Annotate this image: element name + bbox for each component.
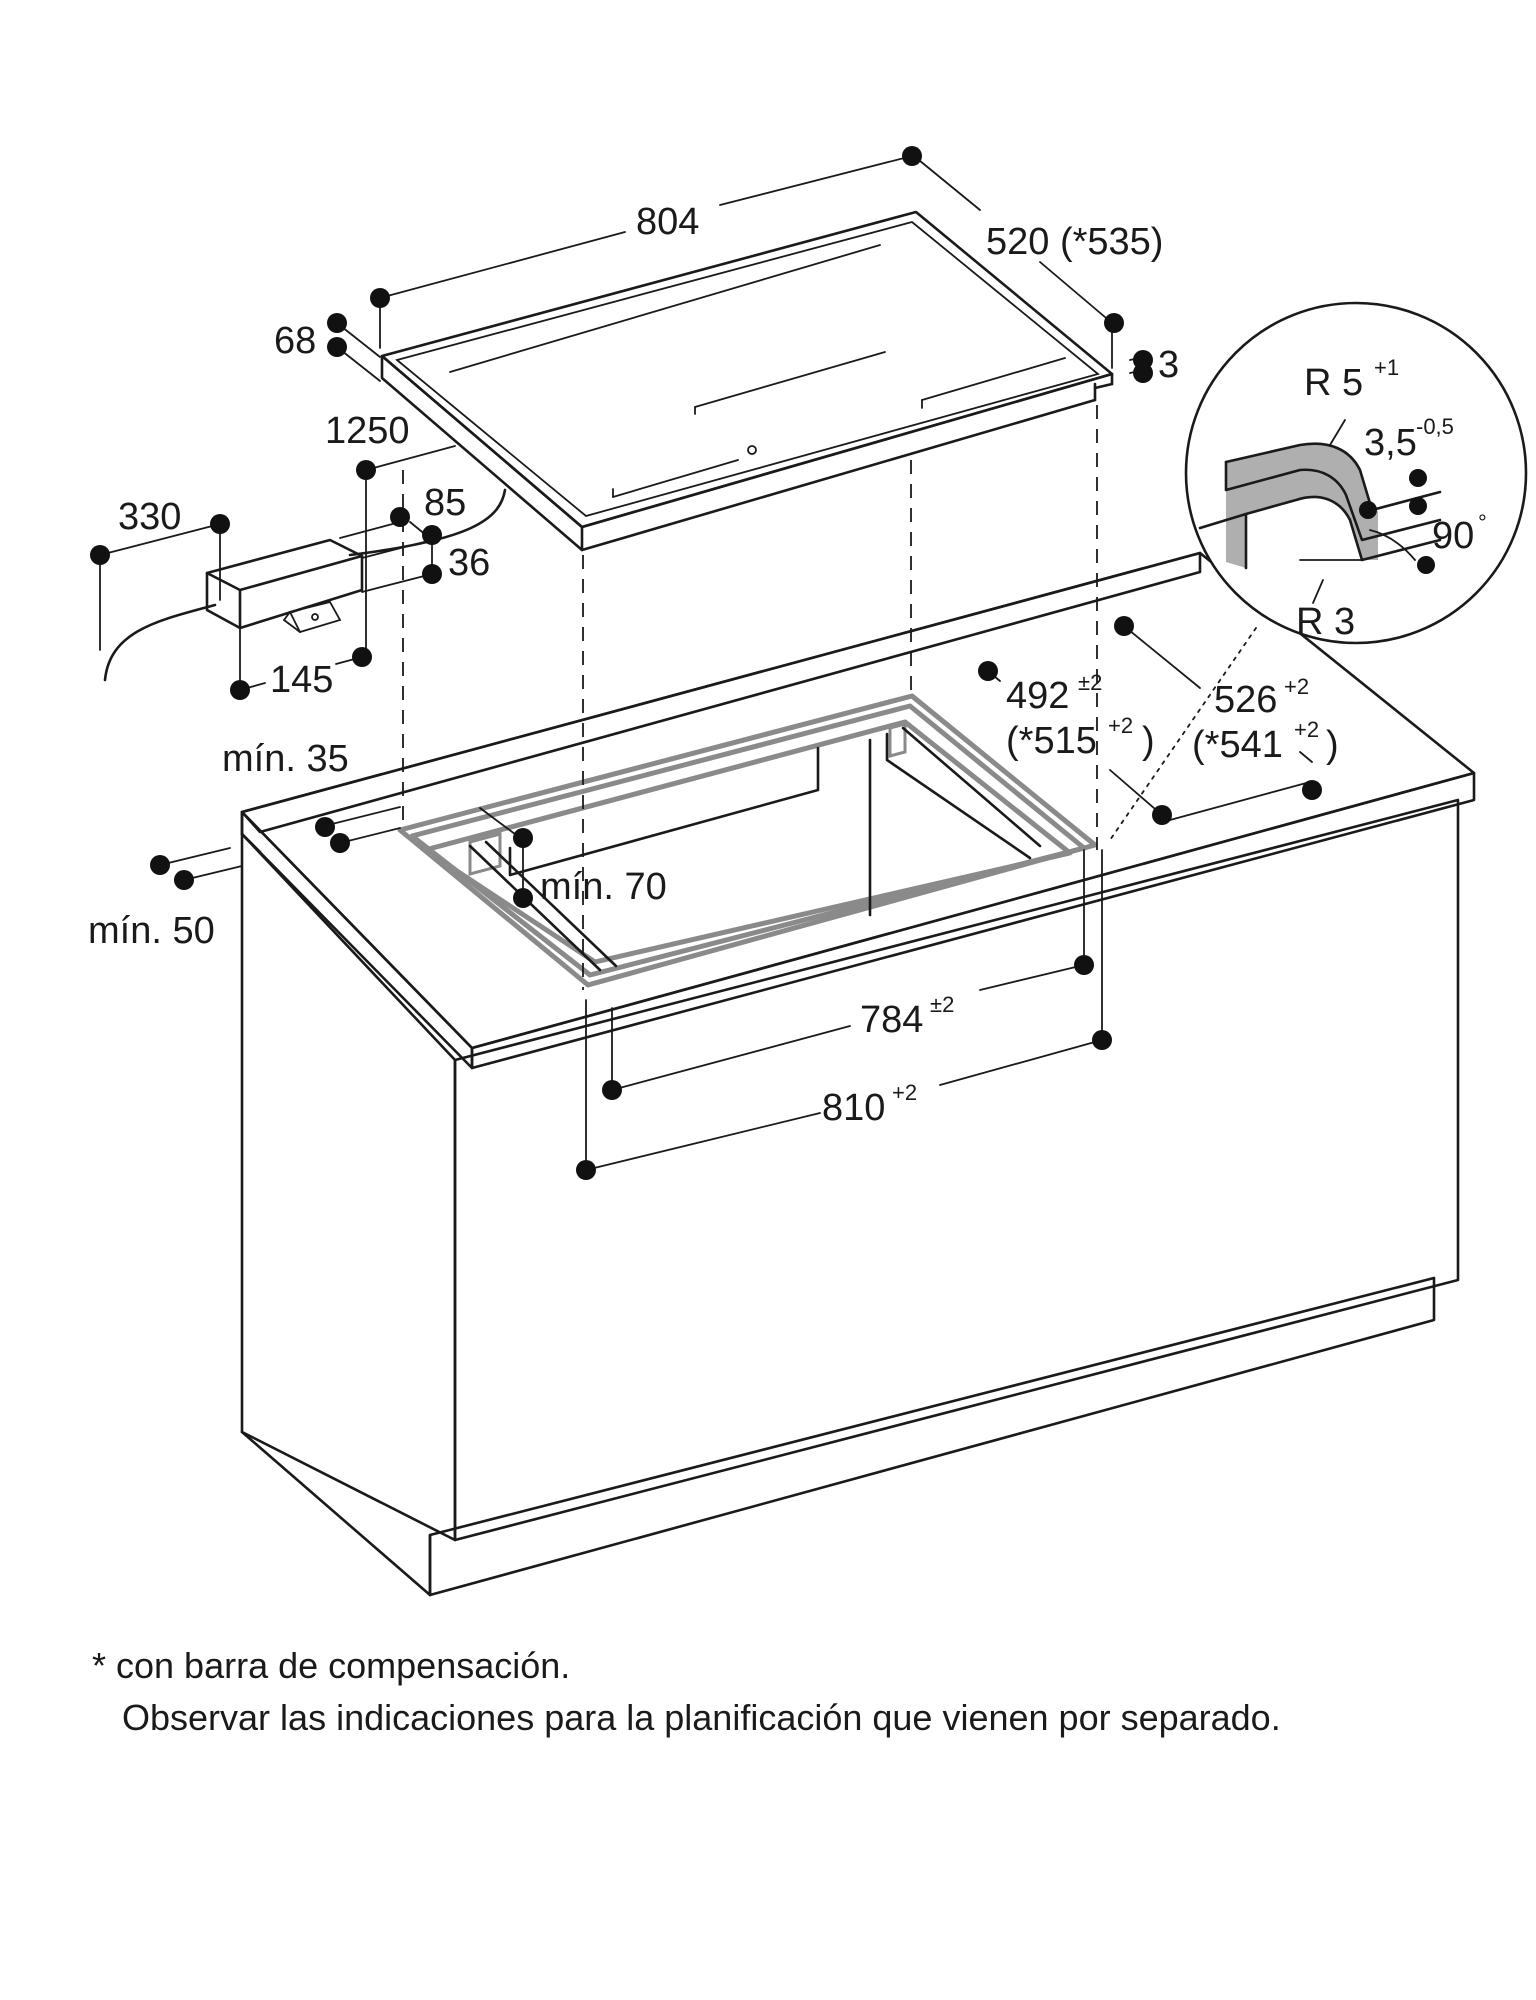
label-top-thickness: 68 [274, 320, 316, 362]
label-cutout-width-outer-tol: +2 [892, 1080, 917, 1105]
label-box-height: 36 [448, 542, 490, 584]
supply-cable [103, 603, 217, 682]
label-min-50: mín. 50 [88, 910, 215, 952]
label-radius-bottom: R 3 [1296, 601, 1355, 643]
label-top-depth: 520 (*535) [986, 221, 1163, 263]
dimension-labels: 804 520 (*535) 68 3 1250 330 85 36 145 m… [88, 201, 1339, 1129]
power-box [205, 538, 364, 634]
label-box-length: 330 [118, 496, 181, 538]
cooktop [380, 210, 1114, 552]
label-angle: 90 [1432, 515, 1474, 557]
footnotes: * con barra de compensación. Observar la… [92, 1640, 1512, 1744]
label-cutout-width-outer: 810 [822, 1087, 885, 1129]
label-min-70: mín. 70 [540, 866, 667, 908]
dimension-lines [99, 155, 1313, 1171]
projection-lines [402, 405, 1098, 990]
worktop-cutout [397, 693, 1098, 988]
label-cutout-depth-inner-alt: (*515 [1006, 720, 1097, 762]
label-cutout-depth-inner-close: ) [1142, 720, 1155, 762]
label-min-35: mín. 35 [222, 738, 349, 780]
footnote-compensation: * con barra de compensación. [92, 1645, 571, 1686]
power-cable [348, 488, 507, 557]
label-cutout-depth-outer-tol: +2 [1284, 674, 1309, 699]
label-step-depth-tol: -0,5 [1416, 414, 1454, 439]
footnote-planning: Observar las indicaciones para la planif… [122, 1697, 1281, 1738]
label-step-depth: 3,5 [1364, 422, 1417, 464]
label-radius-top-tol: +1 [1374, 355, 1399, 380]
label-cutout-depth-outer-close: ) [1326, 724, 1339, 766]
label-top-width: 804 [636, 201, 699, 243]
label-cutout-width-inner-tol: ±2 [930, 992, 954, 1017]
label-angle-unit: ° [1478, 510, 1487, 535]
label-cutout-depth-outer-alt: (*541 [1192, 724, 1283, 766]
label-frame-step: 3 [1158, 344, 1179, 386]
label-cable-length: 1250 [325, 410, 410, 452]
label-box-width: 85 [424, 482, 466, 524]
edge-detail [1184, 301, 1528, 645]
dimension-dots [90, 146, 1322, 1180]
cabinet [240, 551, 1476, 1597]
label-cutout-width-inner: 784 [860, 999, 923, 1041]
label-cutout-depth-outer-alt-tol: +2 [1294, 717, 1319, 742]
label-box-offset: 145 [270, 659, 333, 701]
label-cutout-depth-inner-tol: ±2 [1078, 670, 1102, 695]
label-cutout-depth-outer: 526 [1214, 679, 1277, 721]
label-radius-top: R 5 [1304, 362, 1363, 404]
detail-labels: R 5 +1 3,5 -0,5 90 ° R 3 [1296, 355, 1487, 643]
label-cutout-depth-inner: 492 [1006, 675, 1069, 717]
label-cutout-depth-inner-alt-tol: +2 [1108, 713, 1133, 738]
